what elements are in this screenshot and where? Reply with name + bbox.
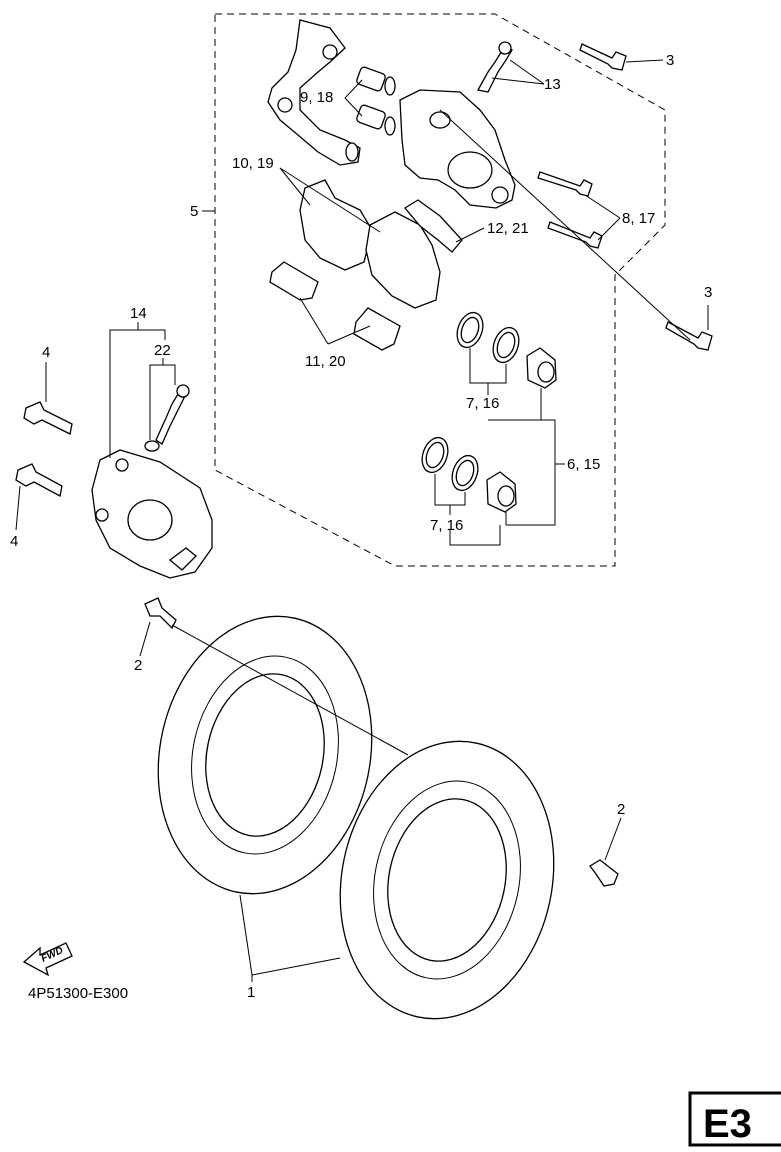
brake-pad — [299, 179, 441, 309]
callout-3-lower: 3 — [704, 284, 712, 301]
brake-disc-right — [339, 740, 555, 1020]
callout-8-17: 8, 17 — [622, 210, 655, 227]
callout-5: 5 — [190, 203, 198, 220]
callout-3-top: 3 — [666, 52, 674, 69]
callout-10-19: 10, 19 — [232, 155, 274, 172]
callout-2-right: 2 — [617, 801, 625, 818]
assembly-boundary — [214, 13, 666, 567]
caliper-piston — [486, 347, 557, 513]
callout-4-lower: 4 — [10, 533, 18, 550]
callout-7-16-lower: 7, 16 — [430, 517, 463, 534]
bleed-screw-left — [144, 384, 190, 452]
callout-11-20: 11, 20 — [305, 353, 346, 370]
callout-14: 14 — [130, 305, 147, 322]
callout-12-21: 12, 21 — [487, 220, 529, 237]
callout-13: 13 — [544, 76, 561, 93]
caliper-right — [267, 19, 713, 513]
page-tag: E3 — [703, 1102, 752, 1146]
callout-4-top: 4 — [42, 344, 50, 361]
disc-bolt — [144, 597, 619, 887]
pad-spring — [404, 199, 463, 253]
callout-9-18: 9, 18 — [300, 89, 333, 106]
callout-7-16-upper: 7, 16 — [466, 395, 499, 412]
page-tag-box: E3 — [688, 1091, 781, 1147]
callout-22: 22 — [154, 342, 171, 359]
callout-2-left: 2 — [134, 657, 142, 674]
slide-pin-boot — [356, 66, 396, 136]
bleed-screw — [476, 41, 513, 93]
diagram-code: 4P51300-E300 — [28, 985, 128, 1002]
pad-shim — [269, 261, 401, 351]
callout-6-15: 6, 15 — [567, 456, 600, 473]
leader-lines — [15, 59, 709, 982]
mounting-bolt-lower — [665, 321, 713, 351]
brake-disc-left — [157, 615, 373, 895]
caliper-bolt — [537, 171, 603, 249]
caliper-mount-bolt — [15, 401, 73, 497]
callout-1: 1 — [247, 984, 255, 1001]
piston-seal — [421, 311, 520, 492]
caliper-left — [15, 384, 213, 579]
fwd-arrow-icon: FWD — [22, 942, 73, 977]
mounting-bolt-top — [579, 43, 627, 71]
